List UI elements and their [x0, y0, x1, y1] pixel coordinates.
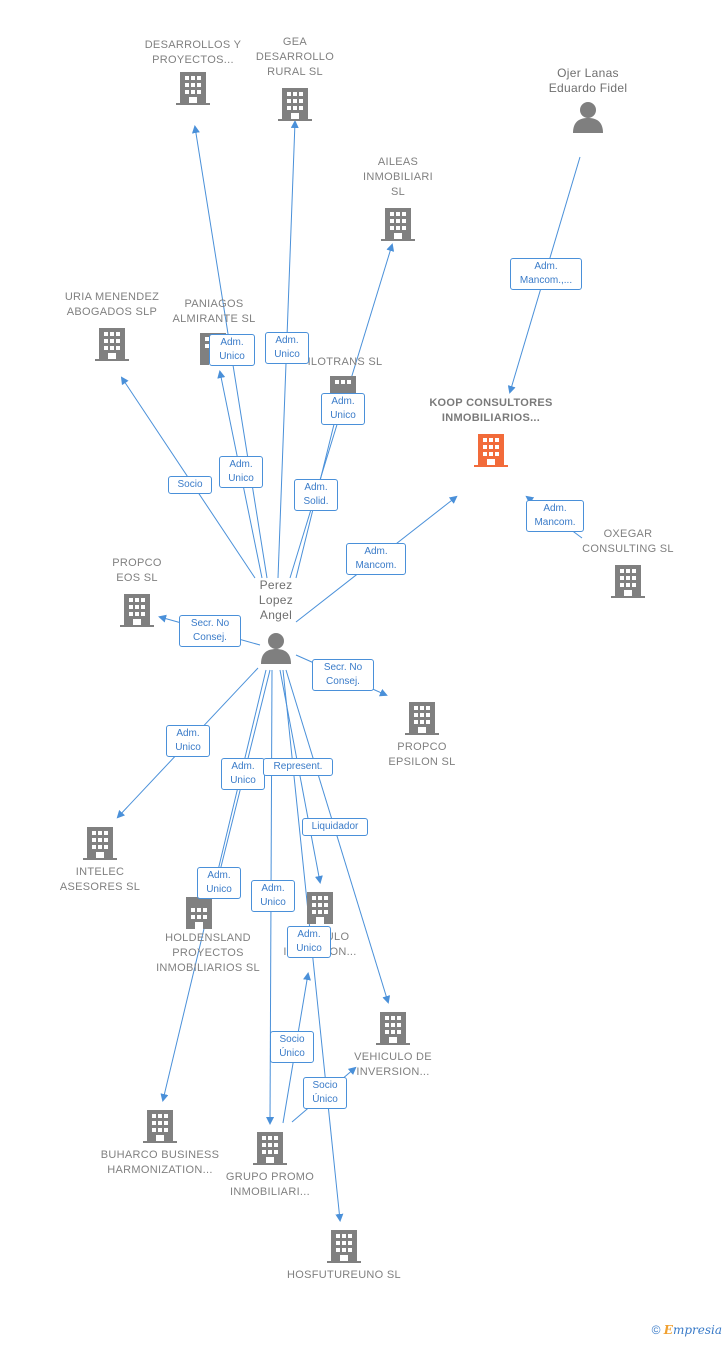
badge-adm-unico-vehiculo1[interactable]: Adm. Unico	[287, 926, 331, 958]
badge-adm-unico-gea[interactable]: Adm. Unico	[265, 332, 309, 364]
company-label: PROPCO EOS SL	[112, 557, 162, 584]
building-icon	[253, 1132, 287, 1165]
company-label: HOSFUTUREUNO SL	[287, 1269, 401, 1281]
badge-adm-unico-intelec[interactable]: Adm. Unico	[166, 725, 210, 757]
building-icon	[143, 1110, 177, 1143]
company-label: DESARROLLOS Y PROYECTOS...	[144, 39, 242, 66]
building-icon-highlighted	[474, 434, 508, 467]
brand-initial: E	[663, 1323, 673, 1337]
footer-brand[interactable]: © Empresia	[652, 1323, 722, 1337]
company-desarrollos[interactable]: DESARROLLOS Y PROYECTOS...	[144, 38, 242, 106]
company-grupo-promo[interactable]: GRUPO PROMO INMOBILIARI...	[222, 1130, 318, 1200]
badge-socio-unico-1[interactable]: Socio Único	[270, 1031, 314, 1063]
company-vehiculo-inversion-2[interactable]: VEHICULO DE INVERSION...	[352, 1010, 434, 1080]
badge-secr-no-consej-eos[interactable]: Secr. No Consej.	[179, 615, 241, 647]
company-label: GEA DESARROLLO RURAL SL	[255, 36, 335, 78]
badge-adm-unico-buharco[interactable]: Adm. Unico	[221, 758, 265, 790]
company-buharco[interactable]: BUHARCO BUSINESS HARMONIZATION...	[100, 1108, 220, 1178]
brand-logo: Empresia	[664, 1323, 722, 1337]
company-label: KOOP CONSULTORES INMOBILIARIOS...	[429, 397, 553, 424]
company-label: URIA MENENDEZ ABOGADOS SLP	[64, 291, 160, 318]
badge-adm-mancom-koop[interactable]: Adm. Mancom.	[346, 543, 406, 575]
company-label: ILOTRANS SL	[307, 356, 383, 368]
company-label: HOLDENSLAND PROYECTOS INMOBILIARIOS SL	[156, 932, 260, 974]
person-ojer[interactable]: Ojer Lanas Eduardo Fidel	[542, 66, 634, 134]
badge-adm-unico-desarrollos[interactable]: Adm. Unico	[219, 456, 263, 488]
badge-secr-no-consej-epsilon[interactable]: Secr. No Consej.	[312, 659, 374, 691]
building-icon	[307, 892, 333, 924]
company-gea[interactable]: GEA DESARROLLO RURAL SL	[250, 35, 340, 122]
badge-socio-unico-2[interactable]: Socio Único	[303, 1077, 347, 1109]
badge-adm-unico-ilotrans[interactable]: Adm. Unico	[321, 393, 365, 425]
building-icon	[327, 1230, 361, 1263]
badge-adm-mancom-oxegar[interactable]: Adm. Mancom.	[526, 500, 584, 532]
company-propco-epsilon[interactable]: PROPCO EPSILON SL	[380, 700, 464, 770]
brand-name: mpresia	[672, 1323, 722, 1337]
edge-perez-vehiculo2	[285, 669, 391, 1004]
person-label: Perez Lopez Angel	[258, 578, 294, 622]
badge-adm-solid-aileas[interactable]: Adm. Solid.	[294, 479, 338, 511]
badge-liquidador[interactable]: Liquidador	[302, 818, 368, 836]
company-intelec[interactable]: INTELEC ASESORES SL	[52, 825, 148, 895]
badge-adm-unico-grupo[interactable]: Adm. Unico	[251, 880, 295, 912]
person-icon	[573, 102, 603, 133]
building-icon	[611, 565, 645, 598]
building-icon	[176, 72, 210, 105]
company-uria[interactable]: URIA MENENDEZ ABOGADOS SLP	[60, 290, 164, 362]
person-icon	[261, 633, 291, 664]
badge-adm-unico-paniagos[interactable]: Adm. Unico	[209, 334, 255, 366]
building-icon	[120, 594, 154, 627]
person-label: Ojer Lanas Eduardo Fidel	[548, 66, 628, 95]
badge-adm-mancom-ojer[interactable]: Adm. Mancom.,...	[510, 258, 582, 290]
company-aileas[interactable]: AILEAS INMOBILIARI SL	[356, 155, 440, 242]
building-icon	[278, 88, 312, 121]
company-label: BUHARCO BUSINESS HARMONIZATION...	[100, 1149, 220, 1176]
company-label: OXEGAR CONSULTING SL	[582, 528, 674, 555]
company-hosfutureuno[interactable]: HOSFUTUREUNO SL	[286, 1228, 402, 1283]
badge-socio-uria[interactable]: Socio	[168, 476, 212, 494]
building-icon	[376, 1012, 410, 1045]
building-icon	[95, 328, 129, 361]
company-label: PROPCO EPSILON SL	[388, 741, 456, 768]
company-oxegar[interactable]: OXEGAR CONSULTING SL	[576, 527, 680, 599]
company-label: AILEAS INMOBILIARI SL	[363, 156, 433, 198]
company-label: PANIAGOS ALMIRANTE SL	[172, 298, 256, 325]
badge-adm-unico-holdensland[interactable]: Adm. Unico	[197, 867, 241, 899]
building-icon	[83, 827, 117, 860]
building-icon	[186, 897, 212, 929]
company-label: INTELEC ASESORES SL	[59, 866, 141, 893]
building-icon	[405, 702, 439, 735]
company-label: VEHICULO DE INVERSION...	[354, 1051, 432, 1078]
company-label: GRUPO PROMO INMOBILIARI...	[225, 1171, 315, 1198]
building-icon	[381, 208, 415, 241]
badge-represent[interactable]: Represent.	[263, 758, 333, 776]
company-koop[interactable]: KOOP CONSULTORES INMOBILIARIOS...	[428, 396, 554, 468]
person-perez[interactable]: Perez Lopez Angel	[244, 578, 308, 665]
copyright-symbol: ©	[651, 1323, 661, 1337]
company-holdensland[interactable]: HOLDENSLAND PROYECTOS INMOBILIARIOS SL	[148, 895, 268, 976]
company-propco-eos[interactable]: PROPCO EOS SL	[104, 556, 170, 628]
